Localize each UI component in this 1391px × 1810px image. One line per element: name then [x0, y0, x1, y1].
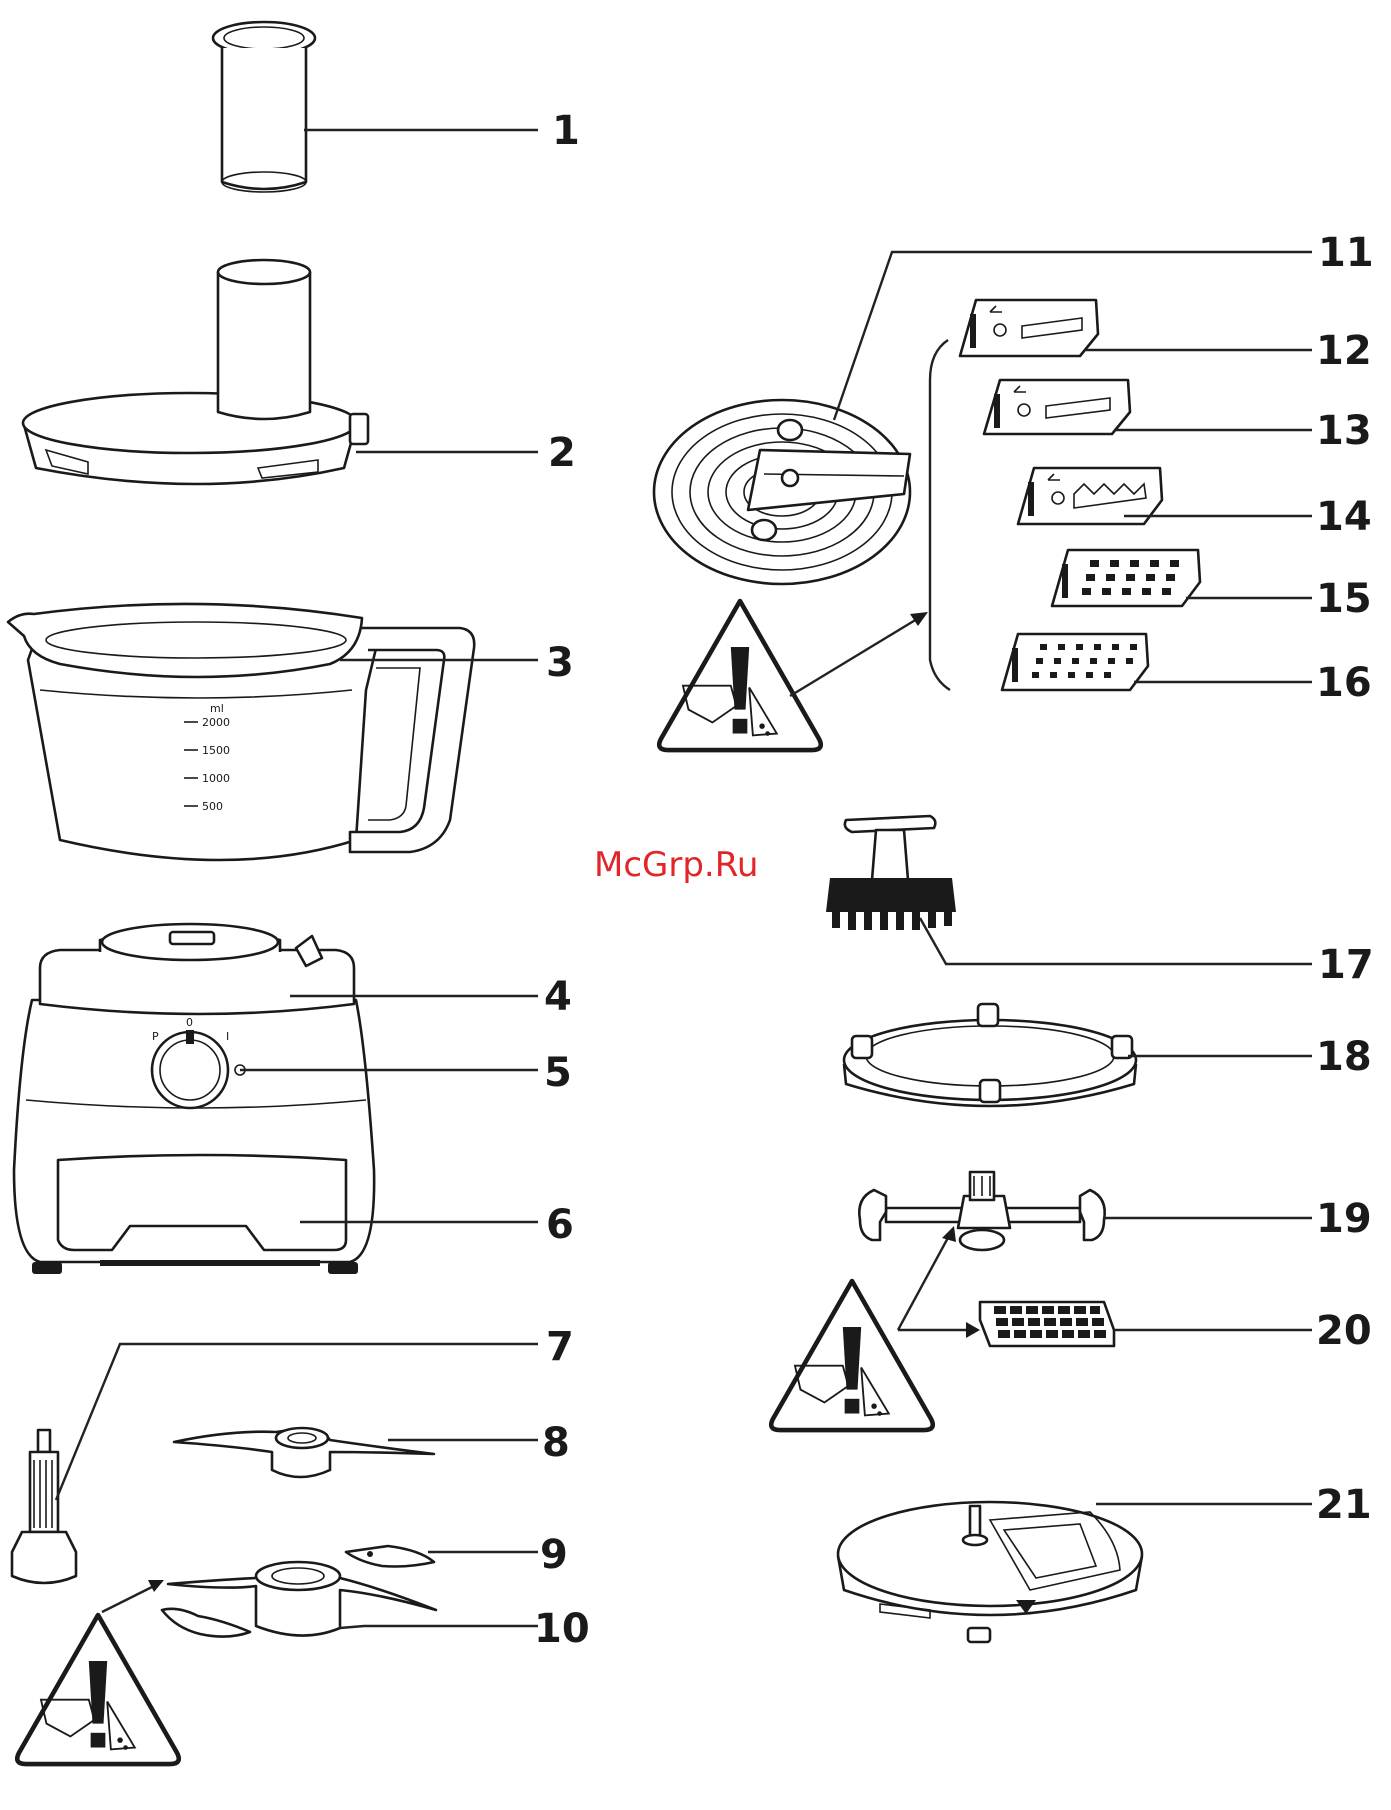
callout-16: 16 [1316, 660, 1372, 706]
warning-icon [659, 601, 821, 750]
callout-14: 14 [1316, 494, 1372, 540]
callout-15: 15 [1316, 576, 1372, 622]
part-1-food-pusher [213, 22, 315, 192]
part-13-slicing-insert [984, 380, 1130, 434]
part-2-lid [23, 260, 368, 484]
callout-21: 21 [1316, 1482, 1372, 1528]
inserts-bracket [930, 340, 950, 690]
bowl-scale-1500: 1500 [202, 744, 230, 757]
callout-7: 7 [546, 1324, 574, 1370]
callout-12: 12 [1316, 328, 1372, 374]
part-9-blade-segment [346, 1546, 434, 1567]
part-21-dicing-holder [838, 1502, 1142, 1642]
part-3-bowl: ml 2000 1500 1000 500 [8, 604, 474, 860]
dial-mark-on: I [226, 1030, 229, 1043]
bowl-scale-2000: 2000 [202, 716, 230, 729]
warning-icon [771, 1281, 933, 1430]
callout-17: 17 [1318, 942, 1374, 988]
callout-11: 11 [1318, 230, 1374, 276]
bowl-scale-1000: 1000 [202, 772, 230, 785]
callout-3: 3 [546, 640, 574, 686]
callout-5: 5 [544, 1050, 572, 1096]
bowl-scale-unit: ml [210, 702, 224, 715]
callout-2: 2 [548, 430, 576, 476]
part-7-drive-adapter [12, 1430, 76, 1583]
watermark: McGrp.Ru [594, 845, 758, 885]
callout-20: 20 [1316, 1308, 1372, 1354]
part-19-dicing-blade [859, 1172, 1104, 1250]
callout-18: 18 [1316, 1034, 1372, 1080]
part-20-dicing-grid [980, 1302, 1114, 1346]
part-12-slicing-insert [960, 300, 1098, 356]
warning-icon [17, 1615, 179, 1764]
part-17-cleaning-tool [826, 816, 956, 930]
bowl-scale-500: 500 [202, 800, 223, 813]
part-8-dough-blade [174, 1428, 434, 1477]
callout-10: 10 [534, 1606, 590, 1652]
callout-13: 13 [1316, 408, 1372, 454]
callout-9: 9 [540, 1532, 568, 1578]
callout-8: 8 [542, 1420, 570, 1466]
callout-19: 19 [1316, 1196, 1372, 1242]
dial-mark-off: 0 [186, 1016, 193, 1029]
part-11-slicing-disc [654, 400, 910, 584]
dial-mark-pulse: P [152, 1030, 159, 1043]
part-18-ring [844, 1004, 1136, 1106]
callout-1: 1 [552, 108, 580, 154]
callout-6: 6 [546, 1202, 574, 1248]
part-15-grating-insert [1052, 550, 1200, 606]
part-16-grating-insert [1002, 634, 1148, 690]
callout-4: 4 [544, 974, 572, 1020]
